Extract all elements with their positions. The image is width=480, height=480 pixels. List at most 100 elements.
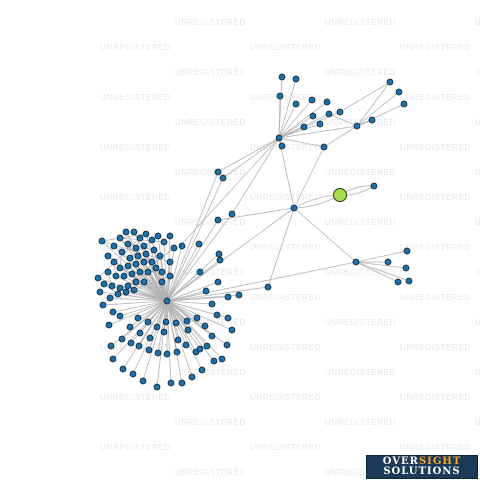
graph-node [316, 120, 324, 128]
graph-node [394, 278, 402, 286]
graph-edge [147, 271, 168, 302]
graph-node [202, 287, 210, 295]
graph-node [120, 272, 128, 280]
graph-node [290, 204, 298, 212]
graph-node [278, 73, 286, 81]
logo-over-text: OVER [382, 456, 419, 467]
graph-edge [108, 300, 168, 326]
graph-node [403, 247, 411, 255]
graph-node [325, 110, 333, 118]
graph-edge [138, 300, 168, 347]
graph-node [166, 258, 174, 266]
graph-node [218, 355, 226, 363]
watermark-text: UNREGISTERED [175, 268, 246, 277]
graph-node [118, 335, 126, 343]
graph-node [156, 252, 164, 260]
graph-edge [267, 207, 295, 288]
watermark-text: UNREGISTERED [325, 418, 396, 427]
graph-node [130, 228, 138, 236]
watermark-text: UNREGISTERED [400, 343, 471, 352]
watermark-text: UNREGISTERED [325, 318, 396, 327]
graph-node [139, 377, 147, 385]
graph-node [203, 342, 211, 350]
graph-node [104, 252, 112, 260]
watermark-text: UNREGISTERED [325, 468, 396, 477]
graph-node [264, 283, 272, 291]
graph-node [99, 301, 107, 309]
graph-node [134, 252, 142, 260]
graph-node [224, 293, 232, 301]
graph-node [278, 142, 286, 150]
graph-node [107, 342, 115, 350]
graph-node [148, 236, 156, 244]
graph-edge [166, 219, 219, 302]
graph-node [216, 256, 224, 264]
watermark-text: UNREGISTERED [175, 318, 246, 327]
graph-node [154, 232, 162, 240]
graph-edge [355, 261, 407, 269]
watermark-text: UNREGISTERED [325, 118, 396, 127]
graph-node [144, 268, 152, 276]
graph-node [395, 88, 403, 96]
graph-node [112, 272, 120, 280]
watermark-text: UNREGISTERED [400, 193, 471, 202]
graph-node [166, 232, 174, 240]
graph-edge [166, 300, 213, 305]
graph-edge [119, 237, 168, 302]
watermark-text: UNREGISTERED [175, 218, 246, 227]
graph-node [116, 284, 124, 292]
graph-edge [278, 99, 313, 139]
watermark-text: UNREGISTERED [175, 418, 246, 427]
watermark-text: UNREGISTERED [250, 143, 321, 152]
watermark-text: UNREGISTERED [250, 93, 321, 102]
graph-node [214, 278, 222, 286]
graph-node [353, 122, 361, 130]
graph-node [308, 96, 316, 104]
graph-node [210, 357, 218, 365]
graph-edge [328, 113, 358, 127]
graph-edge [278, 101, 328, 139]
watermark-text: UNREGISTERED [325, 368, 396, 377]
graph-edge [125, 291, 168, 302]
watermark-text: UNREGISTERED [175, 18, 246, 27]
graph-node [215, 250, 223, 258]
graph-node [182, 341, 190, 349]
watermark-text: UNREGISTERED [100, 393, 171, 402]
graph-node [172, 319, 180, 327]
graph-edge [166, 300, 197, 353]
hub-node [163, 297, 171, 305]
graph-node [110, 242, 118, 250]
watermark-text: UNREGISTERED [400, 93, 471, 102]
graph-node [158, 268, 166, 276]
graph-node [136, 234, 144, 242]
graph-node [162, 318, 170, 326]
graph-edge [137, 300, 168, 319]
watermark-text: UNREGISTERED [175, 168, 246, 177]
graph-node [193, 314, 201, 322]
graph-edge [355, 261, 410, 282]
graph-node [196, 268, 204, 276]
graph-node [153, 323, 161, 331]
watermark-text: UNREGISTERED [400, 43, 471, 52]
graph-node [142, 230, 150, 238]
graph-edge [217, 137, 280, 173]
graph-node [106, 294, 114, 302]
graph-edge [166, 300, 213, 337]
graph-edge [339, 81, 391, 113]
graph-edge [278, 95, 281, 139]
graph-node [136, 268, 144, 276]
graph-node [170, 244, 178, 252]
watermark-text: UNREGISTERED [400, 393, 471, 402]
graph-edge [323, 125, 358, 148]
graph-node [124, 262, 132, 270]
graph-edge [149, 300, 168, 339]
graph-node [142, 250, 150, 258]
watermark-text: UNREGISTERED [100, 143, 171, 152]
watermark-text: UNREGISTERED [475, 168, 480, 177]
watermark-text: UNREGISTERED [100, 193, 171, 202]
graph-edge [293, 207, 357, 263]
graph-edge [157, 300, 168, 354]
graph-edge [222, 137, 280, 179]
graph-node [160, 238, 168, 246]
graph-node [118, 248, 126, 256]
